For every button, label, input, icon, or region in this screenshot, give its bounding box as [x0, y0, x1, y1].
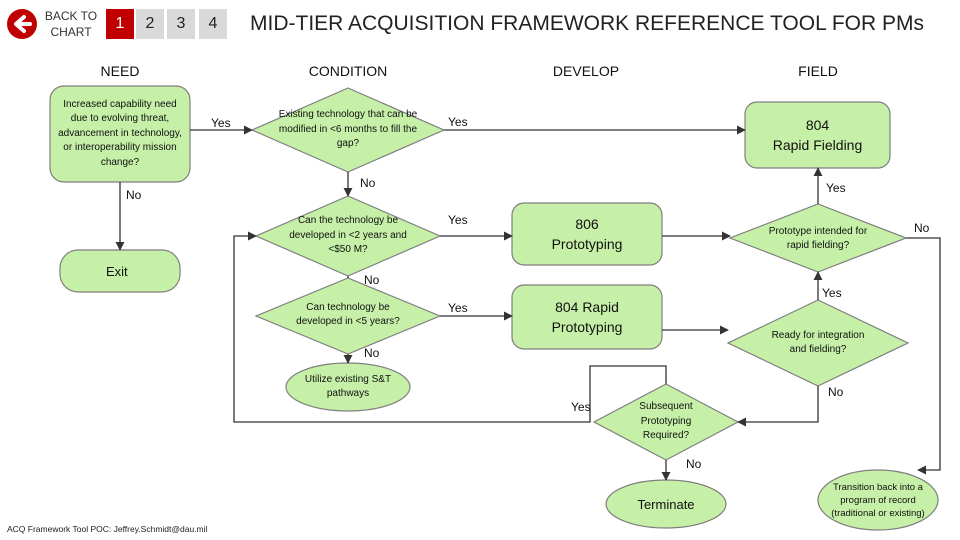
node-need-question[interactable]: Increased capability need due to evolvin… [58, 98, 182, 168]
edge-label-ready-no: No [828, 385, 844, 399]
node-prototype-intended[interactable]: Prototype intended for rapid fielding? [768, 225, 868, 252]
back-arrow-icon [7, 9, 37, 39]
column-header-condition: CONDITION [308, 63, 388, 79]
edge-label-need-yes: Yes [211, 116, 231, 130]
edge-label-develop5-yes: Yes [448, 301, 468, 315]
tab-1[interactable]: 1 [106, 9, 134, 39]
edge-ready-no [737, 386, 819, 427]
edge-label-need-no: No [126, 188, 142, 202]
edge-label-subsequent-yes: Yes [571, 400, 591, 414]
node-exit[interactable]: Exit [106, 264, 128, 279]
page-title: MID-TIER ACQUISITION FRAMEWORK REFERENCE… [250, 12, 924, 35]
node-develop-2yrs[interactable]: Can the technology be developed in <2 ye… [289, 215, 407, 256]
column-header-develop: DEVELOP [552, 63, 620, 79]
back-to-chart-button[interactable]: BACK TO CHART [6, 8, 98, 40]
edge-label-existing-yes: Yes [448, 115, 468, 129]
edge-subsequent-yes [233, 231, 667, 423]
node-ready-integration[interactable]: Ready for integration and fielding? [771, 329, 865, 356]
transition-shape [817, 469, 939, 531]
back-to-chart-label: BACK TO CHART [44, 9, 98, 39]
node-subsequent-prototyping[interactable]: Subsequent Prototyping Required? [639, 401, 693, 442]
tab-4[interactable]: 4 [199, 9, 227, 39]
node-transition[interactable]: Transition back into a program of record… [831, 481, 925, 519]
node-rapid-fielding[interactable]: 804 Rapid Fielding [772, 117, 863, 153]
edge-label-develop2-no: No [364, 273, 380, 287]
column-header-need: NEED [100, 63, 140, 79]
edge-intended-no [906, 237, 941, 475]
edge-label-existing-no: No [360, 176, 376, 190]
edge-label-intended-yes: Yes [826, 181, 846, 195]
tab-3[interactable]: 3 [167, 9, 195, 39]
edge-label-develop5-no: No [364, 346, 380, 360]
edge-label-ready-yes: Yes [822, 286, 842, 300]
edge-label-subsequent-no: No [686, 457, 702, 471]
column-header-field: FIELD [798, 63, 838, 79]
tab-2[interactable]: 2 [136, 9, 164, 39]
node-st-pathways[interactable]: Utilize existing S&T pathways [304, 373, 392, 400]
node-develop-5yrs[interactable]: Can technology be developed in <5 years? [296, 301, 400, 328]
node-existing-tech[interactable]: Existing technology that can be modified… [278, 109, 418, 150]
node-rapid-prototyping-804[interactable]: 804 Rapid Prototyping [551, 299, 623, 335]
node-terminate[interactable]: Terminate [637, 496, 695, 512]
edge-label-intended-no: No [914, 221, 930, 235]
edge-label-develop2-yes: Yes [448, 213, 468, 227]
footer-poc: ACQ Framework Tool POC: Jeffrey.Schmidt@… [7, 524, 208, 534]
node-prototyping-806[interactable]: 806 Prototyping [551, 216, 623, 252]
